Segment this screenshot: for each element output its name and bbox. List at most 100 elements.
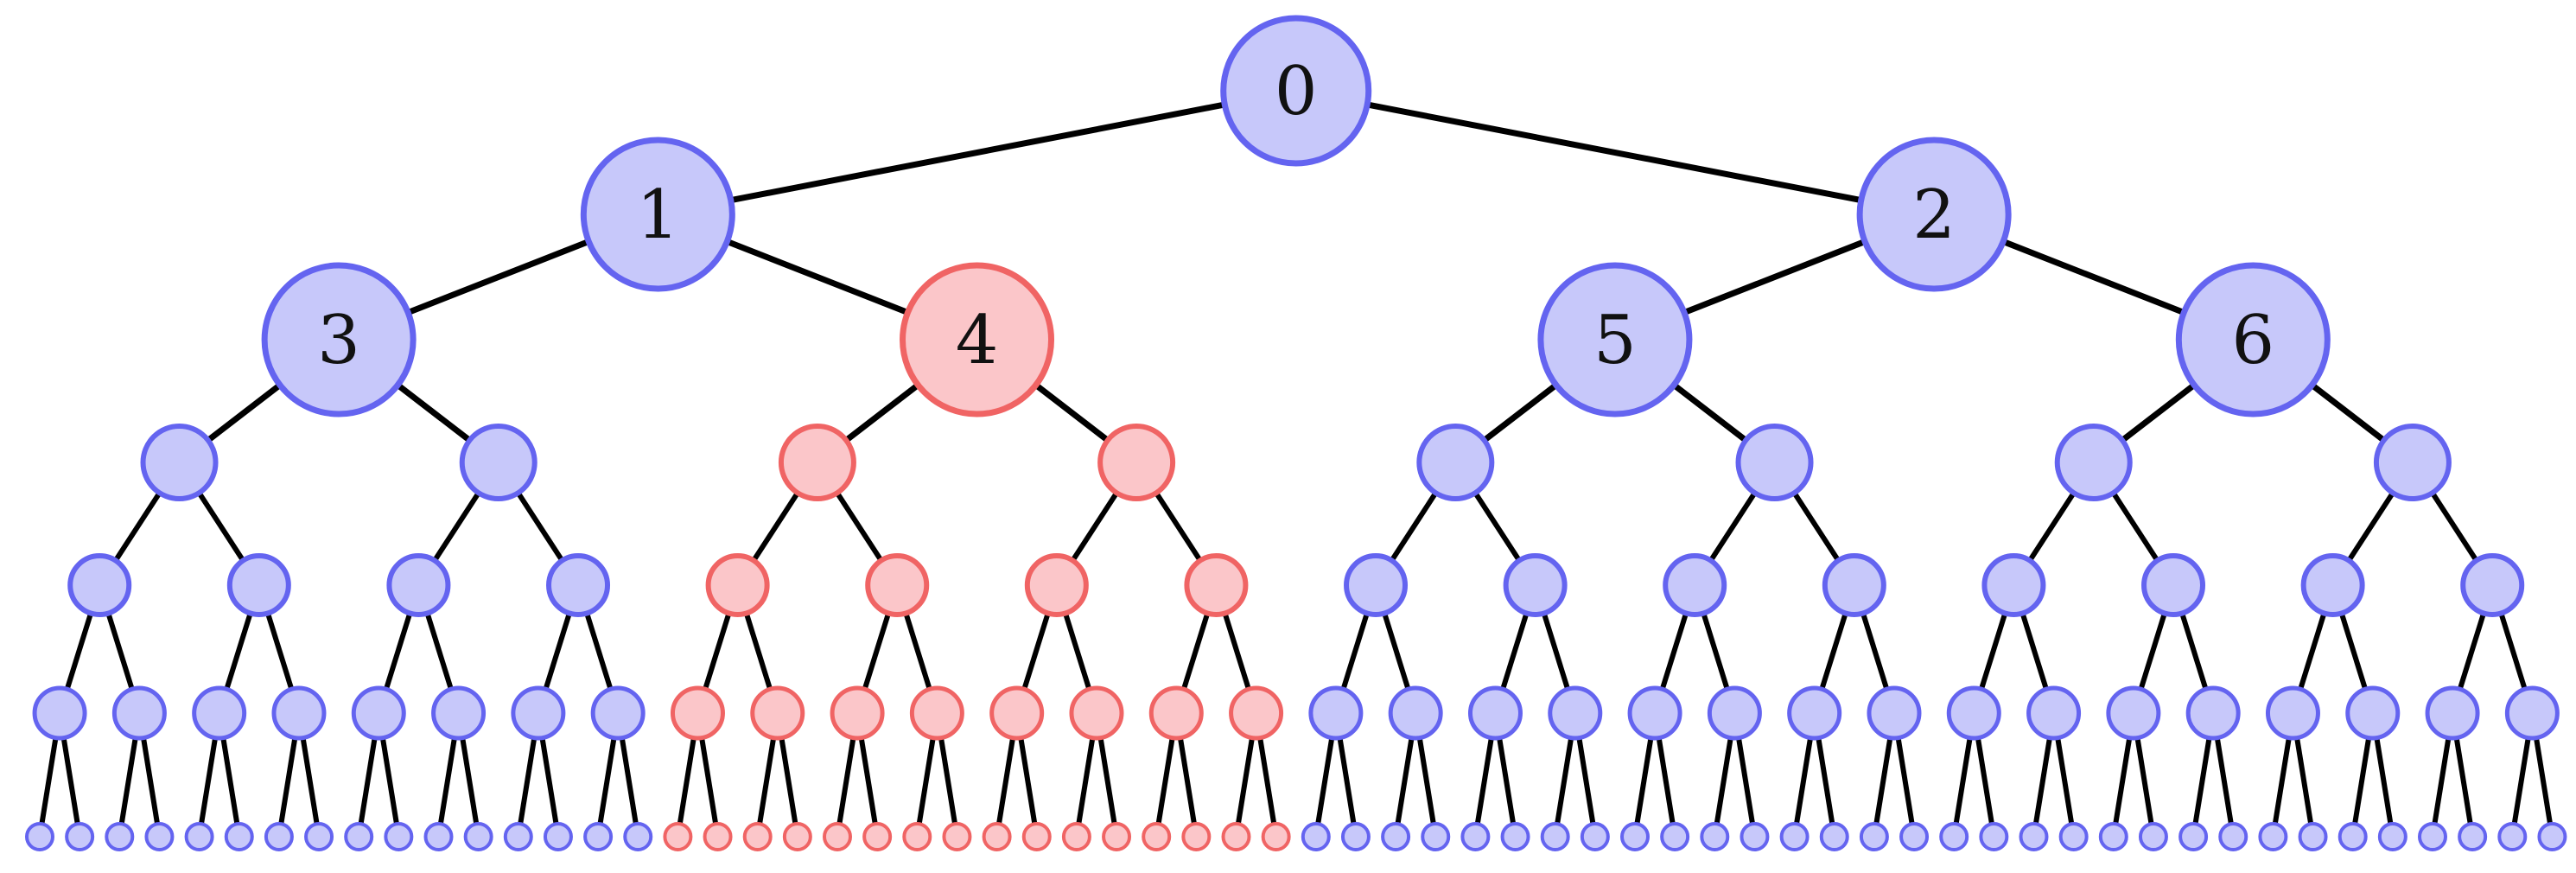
tree-node-76 <box>543 822 573 851</box>
node-circle <box>304 822 334 851</box>
node-circle <box>543 822 573 851</box>
node-circle <box>1787 685 1842 741</box>
node-circle <box>663 822 693 851</box>
tree-node-79 <box>663 822 693 851</box>
node-circle <box>1979 822 2009 851</box>
tree-node-69 <box>264 822 294 851</box>
node-circle <box>2258 822 2288 851</box>
tree-node-125 <box>2497 822 2528 851</box>
tree-node-41 <box>830 685 885 741</box>
node-circle <box>261 262 417 417</box>
node-circle <box>463 822 493 851</box>
node-circle <box>989 685 1045 741</box>
node-circle <box>1537 262 1693 417</box>
node-circle <box>2425 685 2480 741</box>
tree-node-23 <box>1344 553 1409 617</box>
node-circle <box>2418 822 2447 851</box>
tree-node-33 <box>192 685 247 741</box>
node-circle <box>1148 685 1204 741</box>
tree-node-78 <box>623 822 653 851</box>
tree-node-108 <box>1819 822 1849 851</box>
node-circle <box>65 822 95 851</box>
tree-node-22 <box>1184 553 1249 617</box>
node-circle <box>1503 553 1568 617</box>
node-circle <box>2178 822 2209 851</box>
tree-node-38 <box>590 685 646 741</box>
tree-node-104 <box>1660 822 1690 851</box>
tree-node-5: 5 <box>1537 262 1693 417</box>
node-circle <box>144 822 175 851</box>
node-circle <box>2458 822 2488 851</box>
tree-node-98 <box>1421 822 1451 851</box>
tree-node-109 <box>1859 822 1889 851</box>
tree-node-17 <box>386 553 451 617</box>
tree-node-97 <box>1381 822 1411 851</box>
node-circle <box>1548 685 1603 741</box>
node-circle <box>1822 553 1886 617</box>
tree-node-20 <box>865 553 930 617</box>
tree-node-48 <box>1388 685 1443 741</box>
node-circle <box>111 685 167 741</box>
tree-node-111 <box>1939 822 1969 851</box>
node-circle <box>2300 553 2365 617</box>
node-circle <box>351 685 406 741</box>
node-circle <box>1540 822 1570 851</box>
node-circle <box>1707 685 1762 741</box>
tree-node-12 <box>1735 424 1814 501</box>
node-circle <box>782 822 812 851</box>
node-circle <box>1740 822 1770 851</box>
tree-node-37 <box>511 685 566 741</box>
node-circle <box>1102 822 1132 851</box>
tree-node-75 <box>503 822 533 851</box>
tree-edges <box>37 87 2555 838</box>
node-circle <box>2098 822 2128 851</box>
node-circle <box>900 262 1055 417</box>
node-circle <box>1859 822 1889 851</box>
node-circle <box>2138 822 2168 851</box>
node-circle <box>1627 685 1682 741</box>
node-circle <box>264 822 294 851</box>
tree-node-91 <box>1142 822 1172 851</box>
node-circle <box>2019 822 2049 851</box>
node-circle <box>2175 262 2331 417</box>
tree-node-21 <box>1024 553 1089 617</box>
tree-node-106 <box>1740 822 1770 851</box>
node-circle <box>1819 822 1849 851</box>
tree-node-74 <box>463 822 493 851</box>
tree-node-14 <box>2373 424 2452 501</box>
node-circle <box>1700 822 1730 851</box>
node-circle <box>271 685 327 741</box>
tree-node-122 <box>2377 822 2407 851</box>
node-circle <box>830 685 885 741</box>
node-circle <box>1184 553 1249 617</box>
node-circle <box>1261 822 1291 851</box>
tree-node-40 <box>750 685 805 741</box>
tree-node-36 <box>431 685 487 741</box>
tree-node-11 <box>1416 424 1495 501</box>
tree-node-43 <box>989 685 1045 741</box>
tree-node-60 <box>2345 685 2401 741</box>
tree-node-72 <box>384 822 414 851</box>
tree-node-93 <box>1221 822 1251 851</box>
tree-node-114 <box>2058 822 2089 851</box>
node-circle <box>862 822 893 851</box>
node-circle <box>224 822 254 851</box>
tree-node-96 <box>1340 822 1371 851</box>
node-circle <box>670 685 725 741</box>
tree-node-55 <box>1946 685 2001 741</box>
tree-node-65 <box>105 822 135 851</box>
node-circle <box>431 685 487 741</box>
tree-node-62 <box>2504 685 2560 741</box>
tree-node-47 <box>1308 685 1364 741</box>
tree-node-57 <box>2106 685 2161 741</box>
node-circle <box>1340 822 1371 851</box>
tree-node-89 <box>1061 822 1091 851</box>
tree-node-13 <box>2054 424 2133 501</box>
tree-node-113 <box>2019 822 2049 851</box>
tree-node-50 <box>1548 685 1603 741</box>
node-circle <box>1097 424 1176 501</box>
tree-node-54 <box>1867 685 1922 741</box>
node-circle <box>511 685 566 741</box>
tree-node-53 <box>1787 685 1842 741</box>
node-circle <box>1381 822 1411 851</box>
